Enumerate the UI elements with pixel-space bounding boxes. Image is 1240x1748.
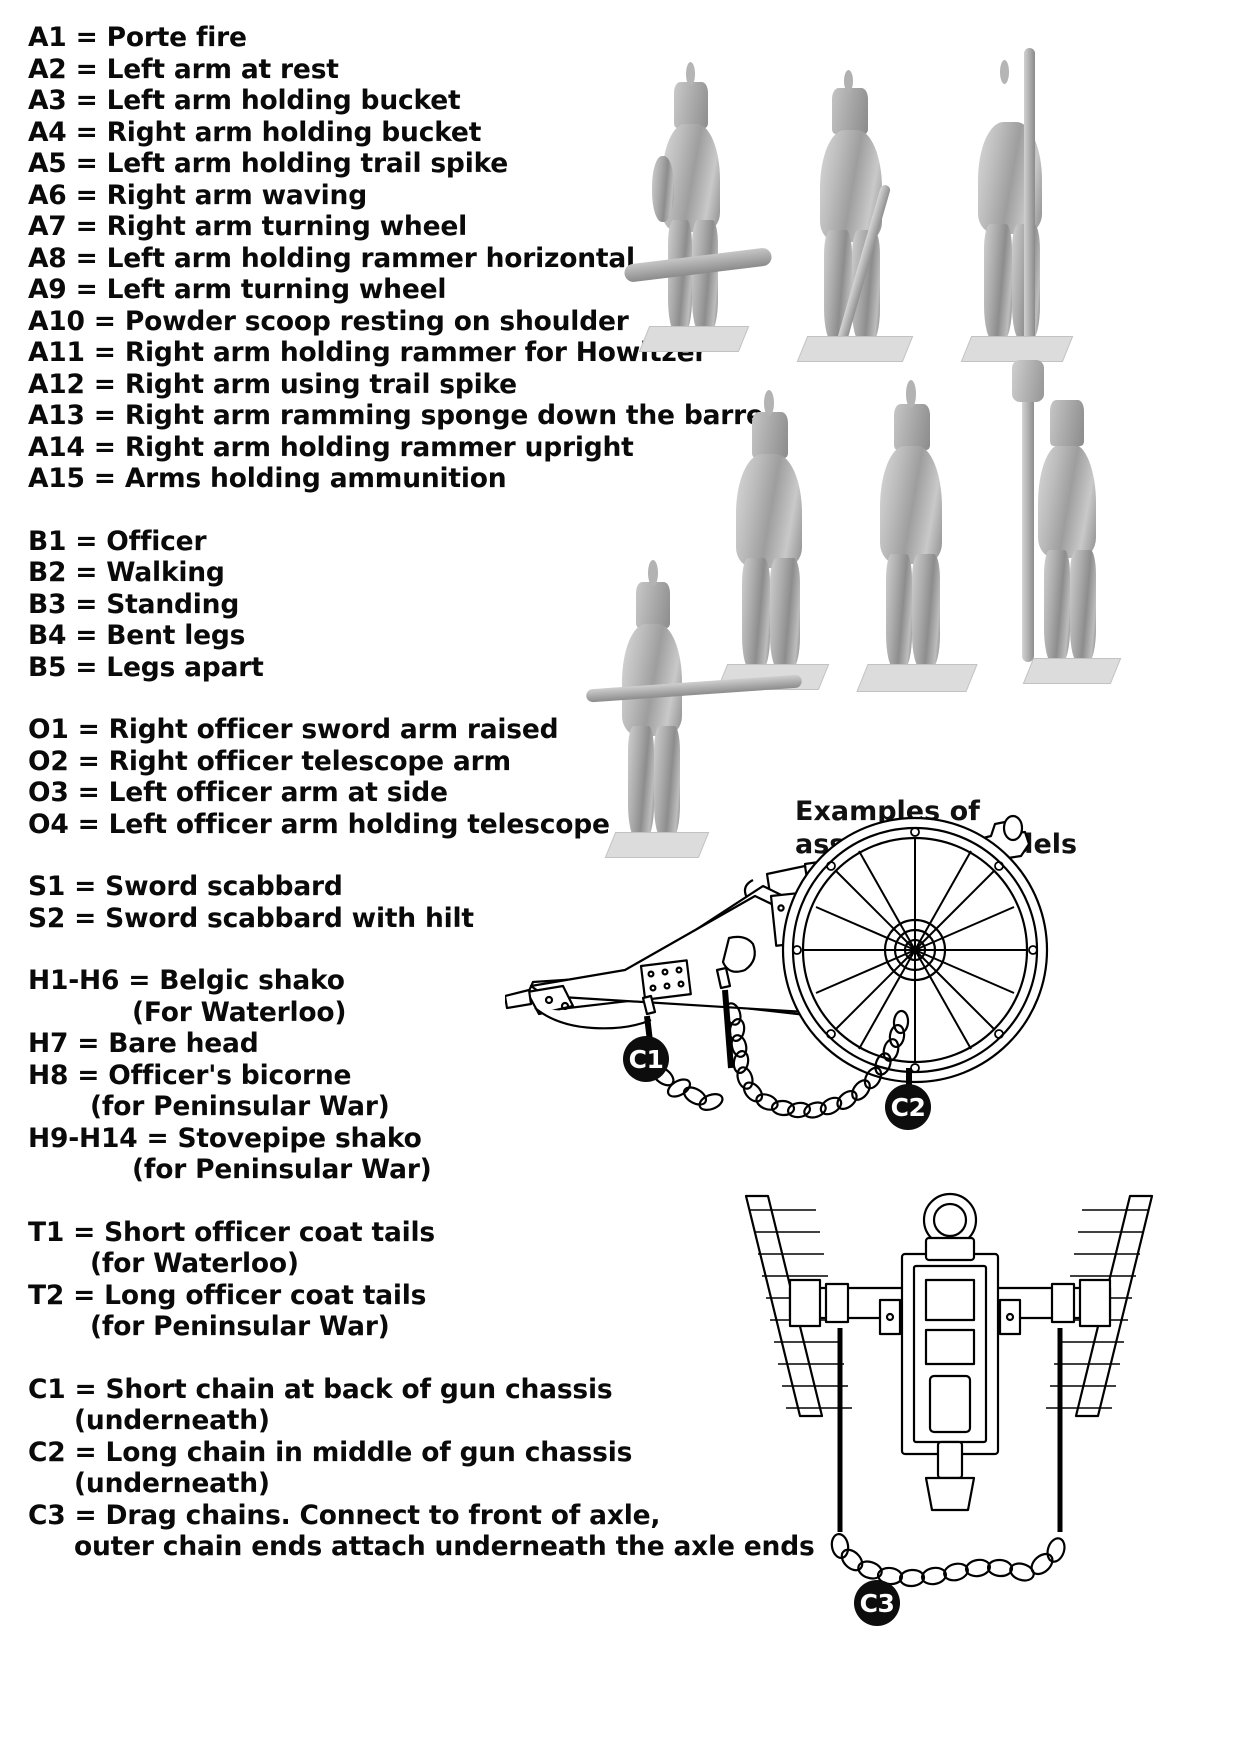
legend-line-bodies-4: B5 = Legs apart bbox=[28, 651, 264, 683]
legend-line-arms-11: A12 = Right arm using trail spike bbox=[28, 368, 517, 400]
legend-line-swords-1: S2 = Sword scabbard with hilt bbox=[28, 902, 474, 934]
model-photo-2 bbox=[790, 70, 920, 372]
figure-torso bbox=[880, 446, 942, 564]
legend-line-heads-5: H9-H14 = Stovepipe shako bbox=[28, 1122, 422, 1154]
plume-icon bbox=[844, 70, 853, 92]
legend-line-bodies-0: B1 = Officer bbox=[28, 525, 207, 557]
legend-line-chains-5: outer chain ends attach underneath the a… bbox=[74, 1531, 815, 1562]
shako-icon bbox=[832, 88, 868, 134]
model-photo-4 bbox=[708, 390, 838, 690]
cannon-diagram: C1 C2 bbox=[503, 800, 1235, 1160]
legend-line-chains-3: (underneath) bbox=[74, 1468, 270, 1499]
plume-icon bbox=[1000, 60, 1009, 84]
legend-line-arms-7: A8 = Left arm holding rammer horizontal bbox=[28, 242, 635, 274]
legend-line-heads-2: H7 = Bare head bbox=[28, 1028, 259, 1059]
legend-line-arms-2: A3 = Left arm holding bucket bbox=[28, 85, 461, 116]
model-photo-1 bbox=[623, 60, 773, 360]
legend-line-chains-1: (underneath) bbox=[74, 1405, 270, 1436]
legend-line-arms-14: A15 = Arms holding ammunition bbox=[28, 463, 507, 494]
figure-legs bbox=[912, 554, 940, 668]
figure-base bbox=[960, 336, 1074, 362]
legend-line-arms-3: A4 = Right arm holding bucket bbox=[28, 116, 482, 148]
legend-line-heads-1: (For Waterloo) bbox=[132, 996, 347, 1028]
figure-arm bbox=[652, 156, 674, 222]
plume-icon bbox=[686, 62, 695, 86]
rammer-head-icon bbox=[1012, 360, 1044, 402]
legend-line-heads-0: H1-H6 = Belgic shako bbox=[28, 965, 345, 996]
rammer-staff-prop bbox=[1024, 48, 1035, 348]
legend-line-bodies-2: B3 = Standing bbox=[28, 588, 240, 620]
figure-torso bbox=[622, 624, 682, 736]
model-photo-5 bbox=[852, 378, 982, 692]
legend-line-tails-2: T2 = Long officer coat tails bbox=[28, 1279, 427, 1311]
assembled-model-photos bbox=[585, 40, 1220, 858]
label-c2-badge: C2 bbox=[885, 1084, 931, 1130]
label-c1-badge: C1 bbox=[623, 1036, 669, 1082]
figure-legs bbox=[886, 554, 912, 668]
legend-line-heads-4: (for Peninsular War) bbox=[90, 1091, 390, 1122]
legend-line-bodies-3: B4 = Bent legs bbox=[28, 620, 246, 651]
legend-group-spacer bbox=[28, 1186, 788, 1217]
legend-line-bodies-1: B2 = Walking bbox=[28, 557, 225, 588]
legend-line-heads-6: (for Peninsular War) bbox=[132, 1154, 432, 1185]
legend-line-officer-arms-3: O4 = Left officer arm holding telescope bbox=[28, 808, 610, 840]
legend-line-arms-9: A10 = Powder scoop resting on shoulder bbox=[28, 305, 629, 337]
plume-icon bbox=[648, 560, 658, 586]
shako-icon bbox=[988, 80, 1024, 126]
figure-base bbox=[856, 664, 978, 692]
legend-line-tails-3: (for Peninsular War) bbox=[90, 1311, 390, 1342]
figure-legs bbox=[770, 558, 800, 670]
shako-icon bbox=[1050, 400, 1084, 446]
legend-line-arms-4: A5 = Left arm holding trail spike bbox=[28, 148, 509, 179]
limber-svg bbox=[744, 1192, 1154, 1588]
trail-spike-prop bbox=[585, 674, 803, 703]
shako-icon bbox=[674, 82, 708, 128]
legend-line-tails-1: (for Waterloo) bbox=[90, 1248, 299, 1279]
legend-line-officer-arms-1: O2 = Right officer telescope arm bbox=[28, 745, 511, 777]
plume-icon bbox=[764, 390, 774, 416]
legend-line-arms-0: A1 = Porte fire bbox=[28, 22, 247, 53]
legend-line-arms-5: A6 = Right arm waving bbox=[28, 179, 367, 211]
figure-legs bbox=[692, 220, 718, 332]
figure-legs bbox=[654, 726, 680, 838]
model-photo-6 bbox=[990, 360, 1122, 692]
legend-line-arms-13: A14 = Right arm holding rammer upright bbox=[28, 431, 634, 463]
cannon-svg bbox=[503, 814, 1049, 1119]
limber-axle-diagram: C3 bbox=[690, 1180, 1230, 1720]
figure-base bbox=[638, 326, 750, 352]
shako-icon bbox=[894, 404, 930, 450]
legend-line-officer-arms-0: O1 = Right officer sword arm raised bbox=[28, 714, 559, 745]
model-photo-7 bbox=[585, 558, 840, 858]
legend-line-chains-2: C2 = Long chain in middle of gun chassis bbox=[28, 1436, 633, 1468]
figure-base bbox=[1022, 658, 1122, 684]
legend-line-swords-0: S1 = Sword scabbard bbox=[28, 871, 343, 902]
model-photo-3 bbox=[952, 48, 1082, 364]
legend-line-arms-6: A7 = Right arm turning wheel bbox=[28, 211, 467, 242]
rammer-staff-prop bbox=[1022, 366, 1034, 662]
legend-line-arms-8: A9 = Left arm turning wheel bbox=[28, 274, 447, 305]
legend-line-officer-arms-2: O3 = Left officer arm at side bbox=[28, 777, 448, 808]
label-c3-badge: C3 bbox=[854, 1580, 900, 1626]
legend-line-chains-0: C1 = Short chain at back of gun chassis bbox=[28, 1373, 613, 1405]
legend-line-chains-4: C3 = Drag chains. Connect to front of ax… bbox=[28, 1499, 661, 1531]
figure-base bbox=[796, 336, 914, 362]
figure-torso bbox=[1038, 444, 1096, 558]
legend-line-arms-1: A2 = Left arm at rest bbox=[28, 53, 339, 85]
figure-legs bbox=[984, 224, 1012, 340]
figure-legs bbox=[628, 726, 654, 838]
figure-legs bbox=[1044, 550, 1070, 662]
plume-icon bbox=[906, 380, 916, 408]
legend-line-heads-3: H8 = Officer's bicorne bbox=[28, 1059, 352, 1091]
figure-legs bbox=[1070, 550, 1096, 662]
legend-group-spacer bbox=[28, 1343, 788, 1374]
shako-icon bbox=[636, 582, 670, 628]
shako-icon bbox=[752, 412, 788, 458]
figure-legs bbox=[742, 558, 770, 670]
figure-torso bbox=[736, 454, 802, 568]
legend-line-tails-0: T1 = Short officer coat tails bbox=[28, 1216, 435, 1248]
